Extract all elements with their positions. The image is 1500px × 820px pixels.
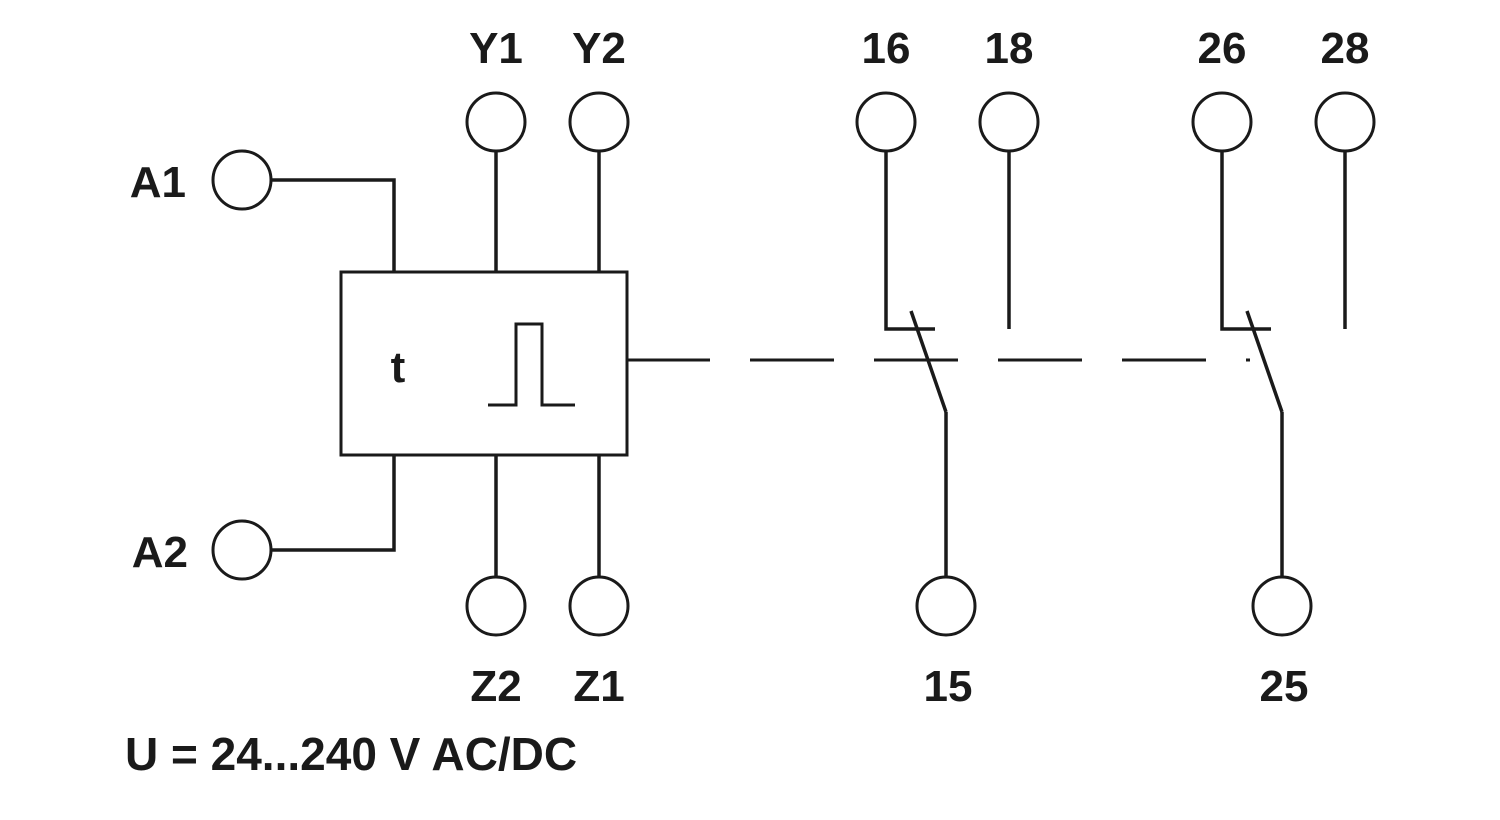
wire-a1 [271, 178, 396, 272]
terminal-a1 [211, 149, 273, 211]
terminal-15 [915, 575, 977, 637]
terminal-label-26: 26 [1198, 24, 1247, 73]
terminal-25 [1251, 575, 1313, 637]
terminal-y2 [568, 91, 630, 153]
terminal-label-a2: A2 [132, 528, 188, 577]
terminal-label-15: 15 [924, 662, 973, 711]
terminal-18 [978, 91, 1040, 153]
terminal-label-28: 28 [1321, 24, 1370, 73]
supply-voltage-label: U = 24...240 V AC/DC [125, 728, 577, 780]
terminal-label-y2: Y2 [572, 24, 626, 73]
terminal-label-16: 16 [862, 24, 911, 73]
terminal-label-18: 18 [985, 24, 1034, 73]
terminal-z2 [465, 575, 527, 637]
wire-a2 [271, 455, 396, 552]
terminal-28 [1314, 91, 1376, 153]
terminal-label-a1: A1 [130, 158, 186, 207]
terminal-a2 [211, 519, 273, 581]
terminal-label-25: 25 [1260, 662, 1309, 711]
terminal-label-y1: Y1 [469, 24, 523, 73]
contact-1-nc-wire [884, 151, 935, 331]
timer-symbol: t [391, 343, 406, 392]
contact-2-nc-wire [1220, 151, 1271, 331]
terminal-label-z2: Z2 [470, 662, 521, 711]
contact-2-blade [1245, 310, 1284, 413]
terminal-label-z1: Z1 [573, 662, 624, 711]
terminal-16 [855, 91, 917, 153]
contact-1-blade [909, 310, 948, 413]
terminal-y1 [465, 91, 527, 153]
single-pulse-icon [488, 322, 575, 407]
timer-block [339, 270, 629, 457]
terminal-26 [1191, 91, 1253, 153]
terminal-z1 [568, 575, 630, 637]
